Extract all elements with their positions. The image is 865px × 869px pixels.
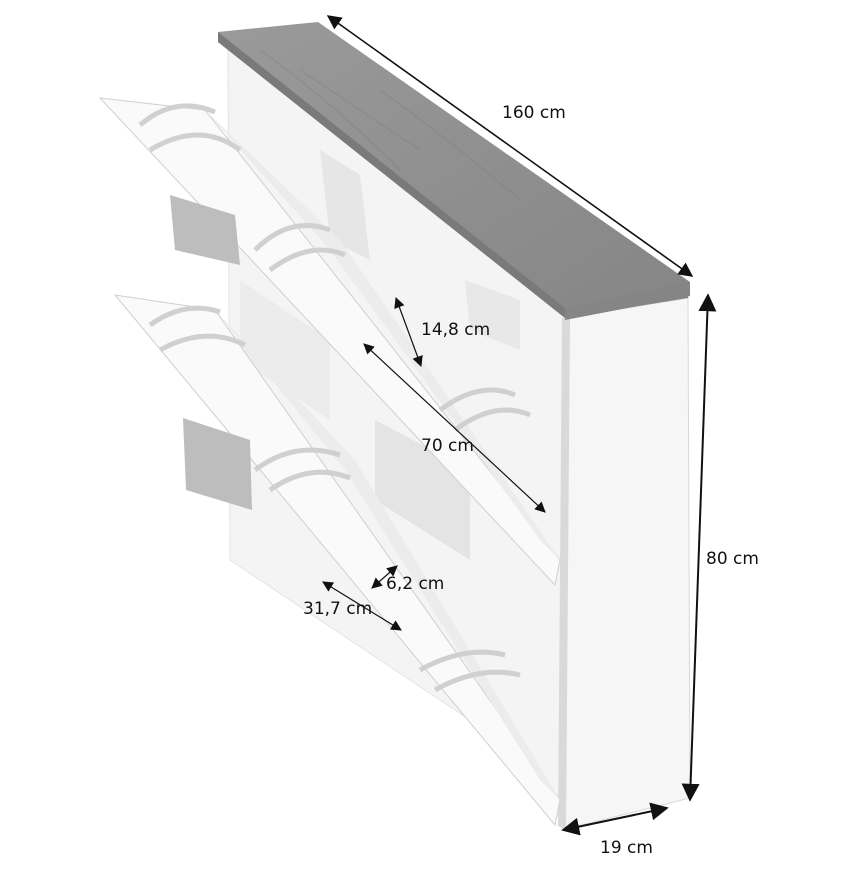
width-dimension-line	[326, 15, 694, 277]
lower-depth-label: 6,2 cm	[386, 574, 445, 594]
flap-height-dimension-line	[322, 581, 402, 631]
inner-length-dimension-line	[363, 343, 546, 513]
dimension-lines	[322, 15, 717, 836]
lower-tilt-flap	[113, 294, 561, 827]
height-dimension-line	[681, 293, 717, 802]
inner-length-label: 70 cm	[421, 436, 474, 456]
height-label: 80 cm	[706, 549, 759, 569]
depth-label: 19 cm	[600, 838, 653, 858]
flap-height-label: 31,7 cm	[303, 599, 373, 619]
width-label: 160 cm	[502, 103, 566, 123]
depth-dimension-line	[561, 802, 669, 836]
upper-depth-label: 14,8 cm	[421, 320, 491, 340]
